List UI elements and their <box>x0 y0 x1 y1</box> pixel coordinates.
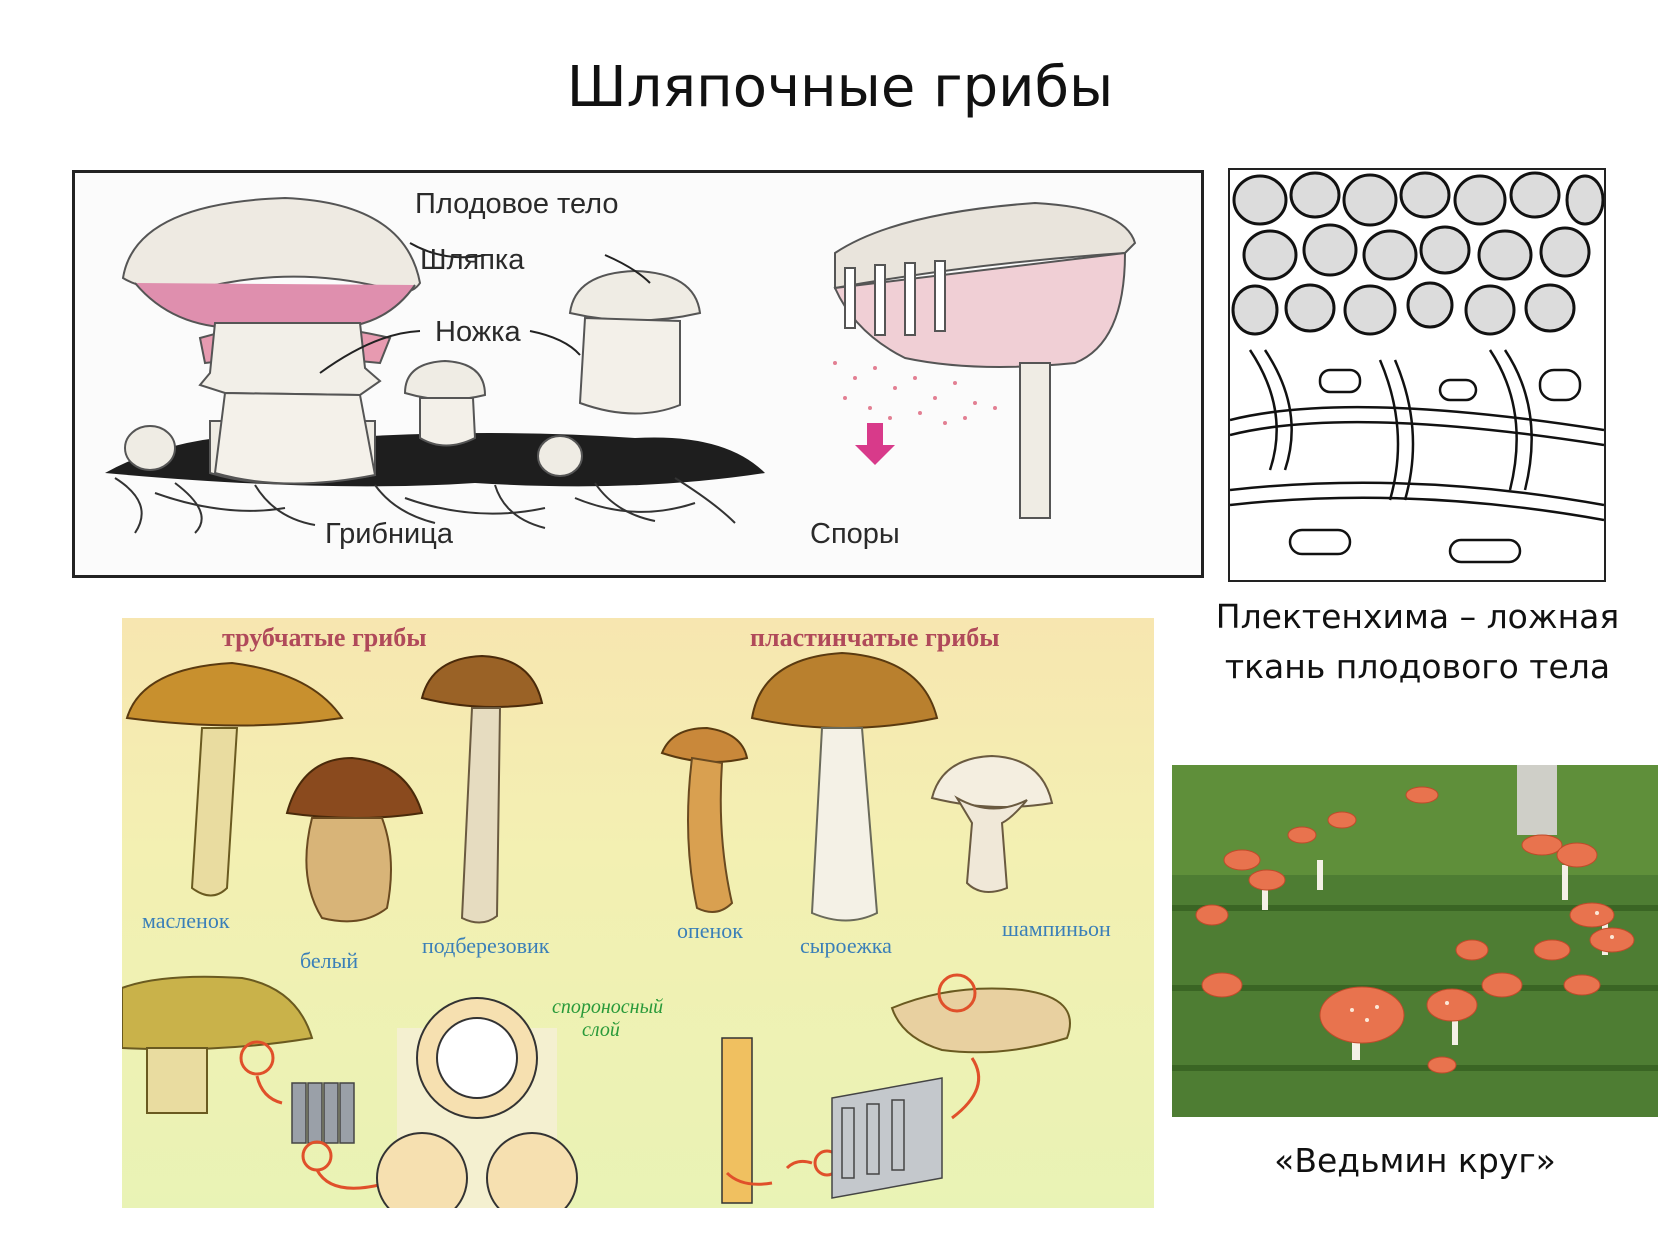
label-white: белый <box>300 948 358 973</box>
label-honey: опенок <box>677 918 743 943</box>
header-lamellar: пластинчатые грибы <box>750 623 1000 652</box>
mushroom-structure-diagram: Плодовое тело Шляпка Ножка Грибница Спор… <box>72 170 1204 578</box>
butterlet-mushroom <box>125 661 344 897</box>
plectenchyma-caption-line1: Плектенхима – ложная <box>1215 597 1620 636</box>
tubular-cap-detail <box>122 975 392 1190</box>
label-stem: Ножка <box>435 316 521 348</box>
plectenchyma-drawing <box>1228 168 1606 582</box>
label-spores: Споры <box>810 518 900 550</box>
big-mushroom <box>121 196 422 485</box>
label-spore-layer-1: спороносный <box>552 996 663 1018</box>
label-fruit-body: Плодовое тело <box>415 188 619 220</box>
birch-mushroom <box>420 654 544 924</box>
label-russula: сыроежка <box>800 933 892 958</box>
white-mushroom <box>285 756 424 923</box>
russula-mushroom <box>750 651 939 922</box>
page-title: Шляпочные грибы <box>566 55 1114 120</box>
label-birch: подберезовик <box>422 933 550 958</box>
tubes-cross-section <box>376 997 578 1208</box>
cap-cross-section <box>833 201 1137 519</box>
gill-detail <box>721 973 1071 1204</box>
mushroom-types-poster: трубчатые грибы пластинчатые грибы масле… <box>122 618 1154 1208</box>
champignon-mushroom <box>930 754 1054 893</box>
label-cap: Шляпка <box>420 244 525 276</box>
plectenchyma-caption-line2: ткань плодового тела <box>1224 646 1611 686</box>
label-butterlet: масленок <box>142 908 230 933</box>
plectenchyma-caption: Плектенхима – ложная ткань плодового тел… <box>1190 592 1645 691</box>
witch-circle-caption: «Ведьмин круг» <box>1274 1141 1556 1180</box>
label-spore-layer-2: слой <box>582 1019 620 1041</box>
witch-circle-photo <box>1172 765 1658 1117</box>
label-mycelium: Грибница <box>325 518 454 550</box>
header-tubular: трубчатые грибы <box>222 623 427 652</box>
label-champignon: шампиньон <box>1002 916 1111 941</box>
honey-mushroom <box>660 726 749 913</box>
